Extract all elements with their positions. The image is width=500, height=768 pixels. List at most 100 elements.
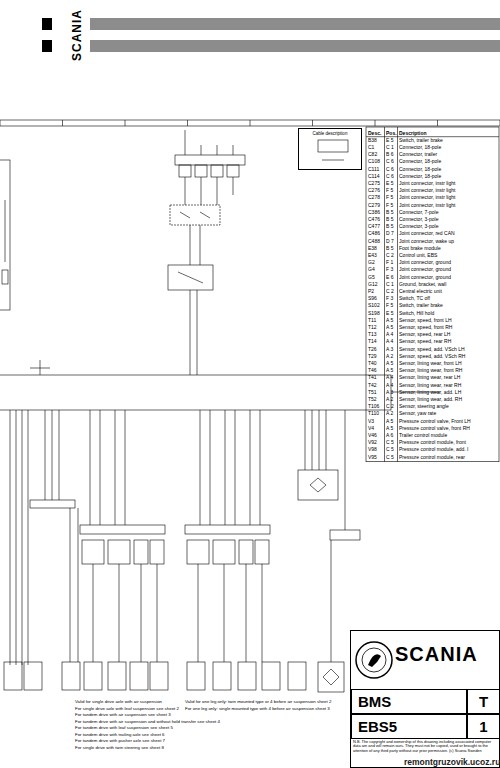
table-cell: E 5 <box>386 180 394 186</box>
table-cell: Sensor, speed, front RH <box>399 324 452 330</box>
table-cell: Connector, 3-pole <box>399 223 438 229</box>
table-cell: A 5 <box>386 418 393 424</box>
table-cell: C486 <box>368 230 380 236</box>
title-cell: EBS5 <box>351 714 467 739</box>
table-cell: B 5 <box>386 216 394 222</box>
table-cell: C 2 <box>386 288 394 294</box>
sheet-note: For tandem drive with air suspension see… <box>75 712 171 717</box>
table-cell: C1 <box>368 144 374 150</box>
table-cell: C 1 <box>386 281 394 287</box>
table-cell: T52 <box>368 396 377 402</box>
sheet-note: For tandem drive with pusher axle see sh… <box>75 738 165 743</box>
table-cell: Connector, trailer <box>399 151 437 157</box>
table-cell: Sensor, lining wear, rear RH <box>399 382 461 388</box>
table-cell: T26 <box>368 346 377 352</box>
table-cell: Pressure control module, front <box>399 439 466 445</box>
table-cell: C488 <box>368 238 380 244</box>
table-cell: G5 <box>368 274 375 280</box>
table-cell: Connector, 18-pole <box>399 144 441 150</box>
title-text: T <box>468 693 499 710</box>
table-cell: Joint connector, red CAN <box>399 230 455 236</box>
table-cell: Control unit, EBS <box>399 252 437 258</box>
table-cell: C 5 <box>386 446 394 452</box>
brand-logo: SCANIA <box>70 5 84 65</box>
table-cell: E 5 <box>386 137 394 143</box>
table-cell: A 2 <box>386 410 393 416</box>
table-cell: S96 <box>368 295 377 301</box>
table-cell: C276 <box>368 187 380 193</box>
table-cell: C114 <box>368 173 380 179</box>
table-cell: Sensor, speed, add. VSch LH <box>399 346 465 352</box>
table-cell: A 6 <box>386 432 393 438</box>
table-cell: A 3 <box>386 346 393 352</box>
table-cell: Trailer control module <box>399 432 447 438</box>
table-cell: C275 <box>368 180 380 186</box>
table-cell: Sensor, lining wear, front RH <box>399 367 462 373</box>
table-cell: B38 <box>368 137 377 143</box>
table-cell: Sensor, lining wear, add. LH <box>399 389 461 395</box>
table-cell: C 5 <box>386 439 394 445</box>
table-cell: T13 <box>368 331 377 337</box>
table-cell: C82 <box>368 151 377 157</box>
table-cell: Switch, TC off <box>399 295 430 301</box>
title-cell: T <box>467 689 500 714</box>
sheet-note: For tandem drive with leaf suspension se… <box>75 725 173 730</box>
table-cell: F 3 <box>386 266 393 272</box>
table-cell: V3 <box>368 418 374 424</box>
table-cell: A 5 <box>386 317 393 323</box>
title-text: EBS5 <box>358 718 466 735</box>
table-cell: C386 <box>368 209 380 215</box>
table-cell: V4 <box>368 425 374 431</box>
title-text: Cable description <box>301 131 359 136</box>
table-cell: Sensor, steering angle <box>399 403 449 409</box>
table-cell: B 5 <box>386 245 394 251</box>
table-cell: Switch, trailer brake <box>399 302 443 308</box>
table-cell: A 4 <box>386 374 393 380</box>
table-cell: E 6 <box>386 274 394 280</box>
table-cell: Sensor, lining wear, add. RH <box>399 396 462 402</box>
table-cell: Joint connector, instr light <box>399 187 455 193</box>
table-cell: V95 <box>368 454 377 460</box>
table-cell: T42 <box>368 382 377 388</box>
table-cell: D 7 <box>386 238 394 244</box>
table-cell: Joint connector, instr light <box>399 202 455 208</box>
table-cell: Sensor, yaw rate <box>399 410 436 416</box>
table-cell: E43 <box>368 252 377 258</box>
table-cell: V92 <box>368 439 377 445</box>
table-cell: Connector, 3-pole <box>399 216 438 222</box>
table-cell: Description <box>399 130 427 136</box>
table-cell: Ground, bracket, wall <box>399 281 446 287</box>
table-cell: Desc. <box>368 130 381 136</box>
table-cell: Sensor, speed, rear RH <box>399 338 451 344</box>
table-cell: A 5 <box>386 367 393 373</box>
table-cell: T40 <box>368 360 377 366</box>
table-grid <box>366 127 499 462</box>
sheet-note: For one leg only: single mounted type wi… <box>185 706 330 711</box>
table-cell: Joint connector, wake up <box>399 238 454 244</box>
table-cell: Joint connector, ground <box>399 266 451 272</box>
table-cell: Switch, Hill hold <box>399 310 434 316</box>
cable-description-box: Cable description <box>298 128 362 170</box>
table-cell: T110 <box>368 410 379 416</box>
table-cell: C 6 <box>386 173 394 179</box>
title-cell: BMS <box>351 689 467 714</box>
table-cell: A 2 <box>386 396 393 402</box>
table-cell: G2 <box>368 259 375 265</box>
table-cell: C111 <box>368 166 379 172</box>
table-cell: Joint connector, instr light <box>399 194 455 200</box>
table-cell: F 1 <box>386 259 393 265</box>
table-cell: A 4 <box>386 331 393 337</box>
table-cell: T46 <box>368 367 377 373</box>
table-cell: F 3 <box>386 295 393 301</box>
note-text: N.B. The copyright and ownership of this… <box>353 740 498 753</box>
table-cell: A 2 <box>386 353 393 359</box>
brand-name: SCANIA <box>395 643 499 666</box>
table-cell: G12 <box>368 281 377 287</box>
table-cell: F 5 <box>386 187 393 193</box>
table-cell: Sensor, speed, rear LH <box>399 331 450 337</box>
table-cell: T51 <box>368 389 377 395</box>
table-cell: P2 <box>368 288 374 294</box>
sheet-note: For single drive axle with leaf suspensi… <box>75 706 179 711</box>
table-cell: Joint connector, ground <box>399 259 451 265</box>
table-cell: Pressure control module, rear <box>399 454 465 460</box>
